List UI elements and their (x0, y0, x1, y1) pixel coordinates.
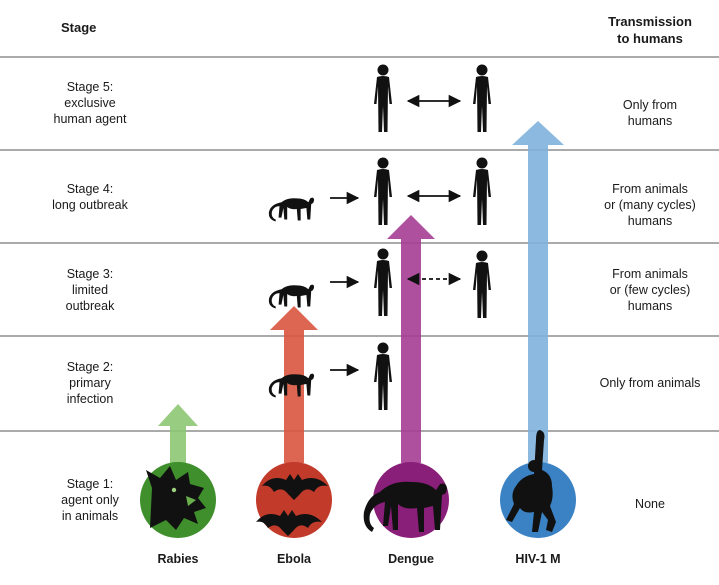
row-dividers (0, 56, 719, 432)
stage-2-transmission: Only from animals (599, 376, 701, 390)
human-icon (374, 157, 392, 225)
monkey-icon (268, 284, 315, 309)
progression-arrows (158, 121, 564, 463)
stage-1-label: Stage 1: agent only in animals (61, 477, 119, 523)
disease-label-dengue: Dengue (388, 552, 434, 566)
human-icon (473, 64, 491, 132)
stage-5-label: Stage 5: exclusive human agent (53, 80, 127, 126)
wolf-icon (146, 466, 206, 530)
stage-3-label: Stage 3: limited outbreak (65, 267, 115, 313)
human-icon (374, 248, 392, 316)
rabies-circle (140, 462, 216, 538)
disease-label-rabies: Rabies (157, 552, 199, 566)
stage-5-transmission: Only from humans (622, 98, 678, 128)
bat-icon (256, 474, 328, 536)
stage-1-transmission: None (635, 497, 665, 511)
human-icon (473, 250, 491, 318)
disease-label-ebola: Ebola (276, 552, 312, 566)
monkey-icon (363, 481, 447, 532)
stage-column-header: Stage (61, 20, 97, 35)
hiv-circle (500, 430, 576, 538)
stage-3-transmission: From animals or (few cycles) humans (609, 267, 691, 313)
human-icon (374, 342, 392, 410)
stage-2-label: Stage 2: primary infection (66, 360, 114, 406)
transmission-column-header: Transmission to humans (608, 14, 692, 46)
monkey-icon (268, 197, 315, 222)
rabies-arrow (158, 404, 198, 463)
dengue-arrow (387, 215, 435, 463)
ebola-circle (256, 462, 332, 538)
dengue-circle (363, 462, 449, 538)
human-icon (473, 157, 491, 225)
hiv-arrow (512, 121, 564, 463)
stage-4-transmission: From animals or (many cycles) humans (604, 182, 696, 228)
disease-label-hiv: HIV-1 M (515, 552, 561, 566)
chimpanzee-icon (506, 430, 556, 532)
human-icon (374, 64, 392, 132)
stage-4-label: Stage 4: long outbreak (52, 182, 128, 212)
